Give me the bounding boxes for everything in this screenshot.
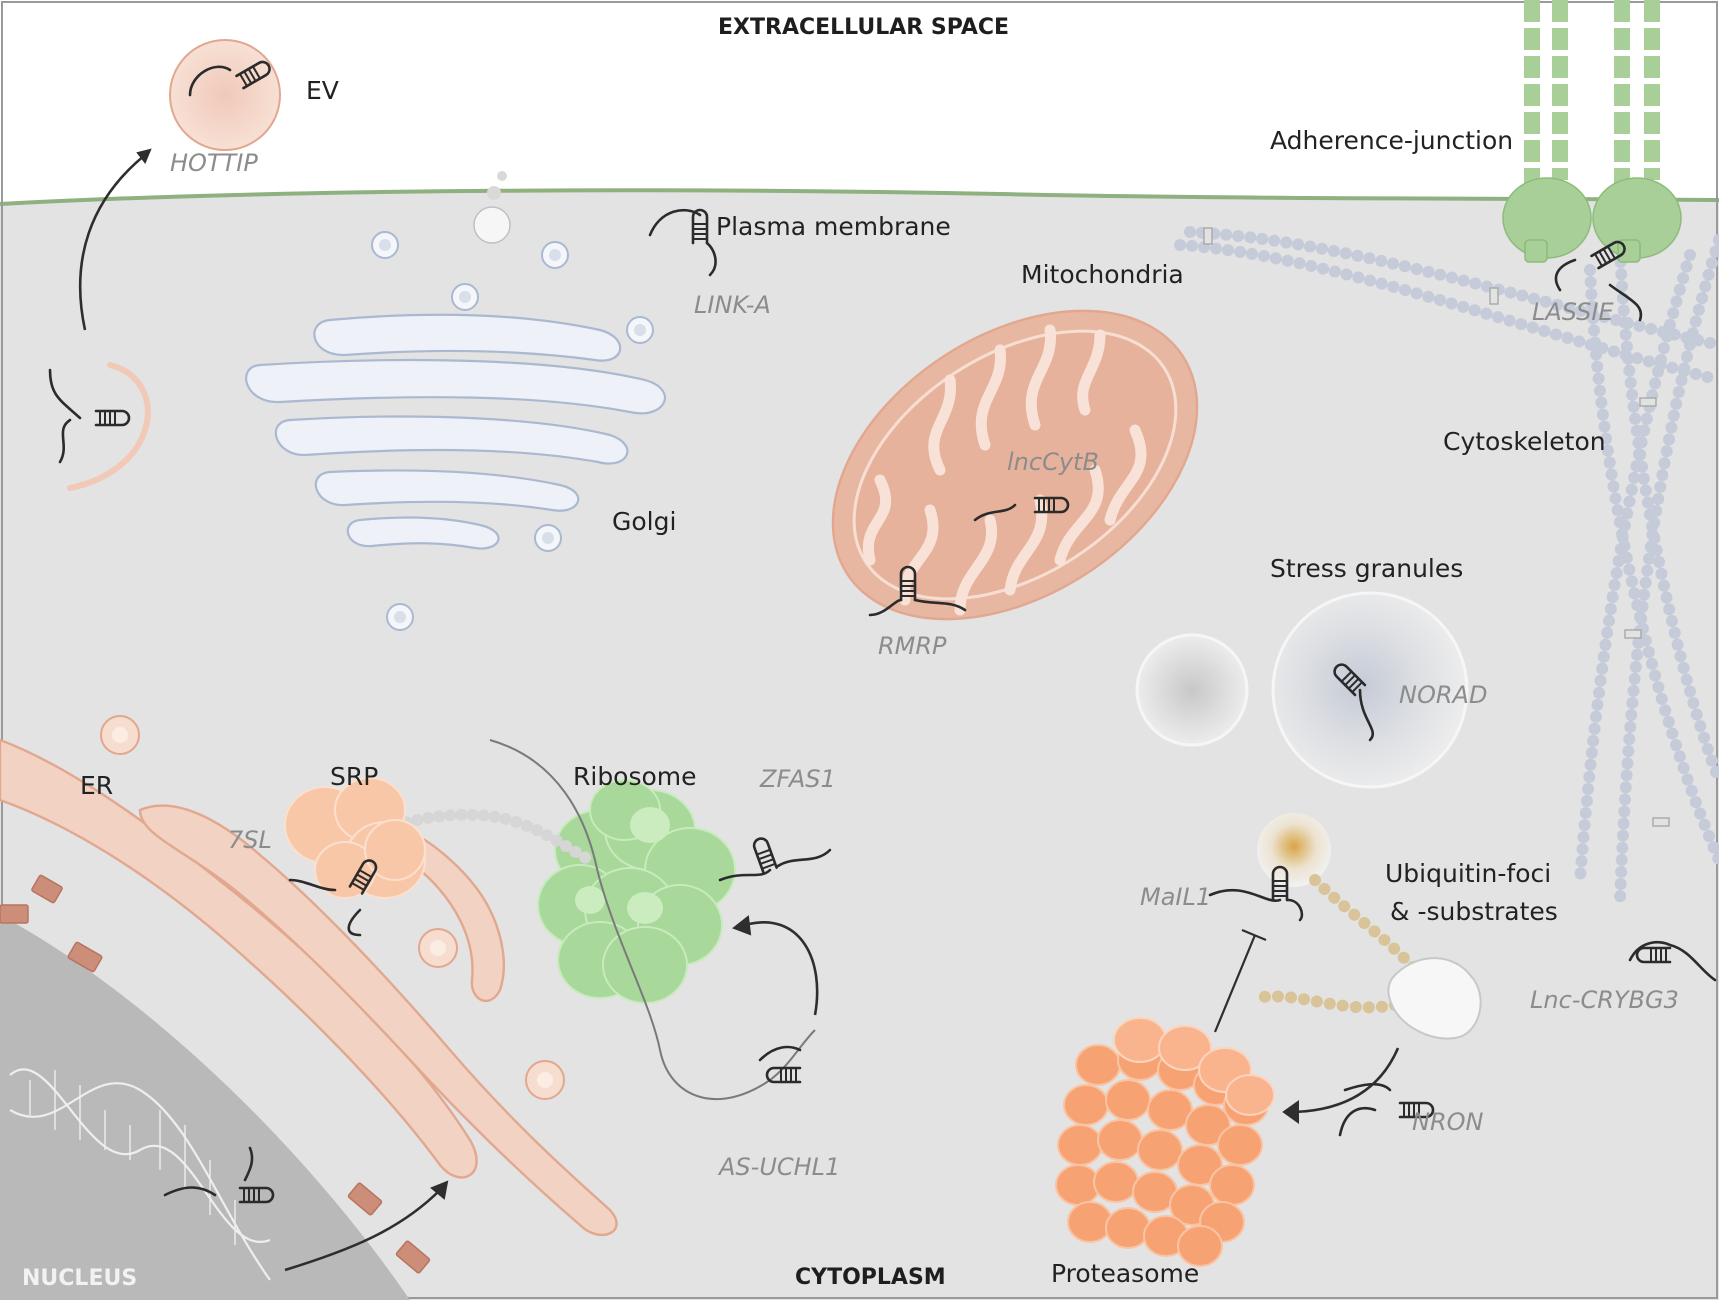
ribosome-label: Ribosome bbox=[573, 762, 697, 791]
ubiquitin-chain-2 bbox=[1249, 990, 1401, 1014]
mitochondria-label: Mitochondria bbox=[1021, 260, 1184, 289]
export-arrowhead bbox=[136, 148, 152, 164]
er-pore-markers bbox=[0, 874, 431, 1274]
ribosome-activation-arrow bbox=[744, 921, 819, 1016]
stress-granule-small bbox=[1135, 633, 1249, 747]
nucleus-region bbox=[0, 915, 410, 1300]
rmrp-rna bbox=[868, 565, 967, 617]
lnc-crybg3-rna bbox=[1628, 940, 1717, 982]
er-vesicle-2 bbox=[418, 928, 458, 968]
proteasome-arrow bbox=[1294, 1047, 1400, 1114]
stress-granule-large bbox=[1271, 591, 1469, 789]
golgi-vesicle-5 bbox=[534, 524, 562, 552]
nucleus-label: NUCLEUS bbox=[22, 1266, 137, 1291]
adherence-junction-label: Adherence-junction bbox=[1270, 126, 1513, 155]
hottip-rna bbox=[188, 58, 274, 97]
link-a-rna bbox=[648, 208, 717, 277]
link-a-label: LINK-A bbox=[694, 291, 771, 319]
lassie-label: LASSIE bbox=[1532, 298, 1614, 326]
lnc-crybg3-label: Lnc-CRYBG3 bbox=[1530, 986, 1679, 1014]
ubiquitin-label-line1: Ubiquitin-foci bbox=[1385, 859, 1551, 888]
nascent-peptide bbox=[379, 808, 596, 866]
golgi-label: Golgi bbox=[612, 507, 676, 536]
as-uchl1-rna bbox=[758, 1045, 802, 1084]
mail1-rna bbox=[1208, 865, 1304, 922]
ubiquitin-focus bbox=[1257, 813, 1331, 887]
norad-label: NORAD bbox=[1399, 681, 1487, 709]
inhibition-line bbox=[1213, 928, 1267, 1033]
nuclear-export-rna bbox=[163, 1146, 275, 1204]
proteasome-label: Proteasome bbox=[1051, 1259, 1199, 1288]
as-uchl1-label: AS-UCHL1 bbox=[717, 1153, 840, 1181]
golgi-vesicle-4 bbox=[626, 316, 654, 344]
ev-vesicle bbox=[169, 39, 281, 151]
7sl-label: 7SL bbox=[228, 826, 272, 854]
extracellular-label: EXTRACELLULAR SPACE bbox=[718, 15, 1009, 40]
cytoskeleton-links bbox=[1203, 227, 1670, 827]
plasma-membrane-label: Plasma membrane bbox=[716, 212, 951, 241]
norad-rna bbox=[1330, 660, 1375, 742]
cytoskeleton-filaments bbox=[1174, 226, 1719, 906]
mrna-strand bbox=[489, 739, 816, 1101]
proteasome-cap bbox=[1113, 1017, 1275, 1116]
golgi-vesicle-3 bbox=[541, 241, 569, 269]
proteasome-arrowhead bbox=[1282, 1100, 1299, 1124]
lassie-rna bbox=[1554, 238, 1643, 322]
golgi-vesicle-6 bbox=[386, 603, 414, 631]
golgi-vesicle-1 bbox=[371, 231, 399, 259]
srp-particle bbox=[284, 777, 426, 899]
golgi-vesicle-2 bbox=[451, 283, 479, 311]
nron-rna bbox=[1338, 1082, 1435, 1137]
nuclear-export-arrowhead bbox=[430, 1180, 449, 1200]
er-vesicle-1 bbox=[100, 715, 140, 755]
dna-helix bbox=[9, 1068, 271, 1281]
lnccytb-rna bbox=[973, 496, 1070, 522]
cytoskeleton-label: Cytoskeleton bbox=[1443, 427, 1606, 456]
lnccytb-label: lncCytB bbox=[1007, 448, 1099, 476]
ribosome-highlights bbox=[575, 807, 670, 924]
er-label: ER bbox=[80, 771, 113, 800]
zfas1-rna bbox=[718, 835, 832, 882]
ubiquitin-label-line2: & -substrates bbox=[1390, 897, 1558, 926]
ubiquitinated-substrate bbox=[1387, 957, 1482, 1040]
nuclear-export-arrow bbox=[284, 1189, 441, 1272]
golgi-apparatus bbox=[245, 313, 666, 550]
cytoplasm-region bbox=[0, 190, 1719, 1300]
rmrp-label: RMRP bbox=[878, 632, 947, 660]
export-arrow bbox=[78, 153, 146, 331]
secretion-vesicles bbox=[473, 171, 511, 244]
stress-granules-label: Stress granules bbox=[1270, 554, 1463, 583]
ev-label: EV bbox=[306, 76, 339, 105]
mail1-label: MaIL1 bbox=[1140, 883, 1211, 911]
adherence-junction-proteins bbox=[1502, 0, 1682, 263]
7sl-rna bbox=[288, 856, 380, 937]
er-structure bbox=[0, 738, 618, 1236]
zfas1-label: ZFAS1 bbox=[759, 765, 836, 793]
nron-label: NRON bbox=[1412, 1108, 1484, 1136]
hottip-label: HOTTIP bbox=[170, 149, 258, 177]
ribosome-arrowhead bbox=[731, 915, 752, 936]
mitochondrion bbox=[831, 309, 1199, 621]
er-vesicle-3 bbox=[525, 1060, 565, 1100]
srp-label: SRP bbox=[330, 762, 378, 791]
ev-loading-rna bbox=[48, 368, 131, 464]
cytoplasm-label: CYTOPLASM bbox=[795, 1265, 946, 1290]
ev-fusion-arc bbox=[67, 362, 151, 491]
